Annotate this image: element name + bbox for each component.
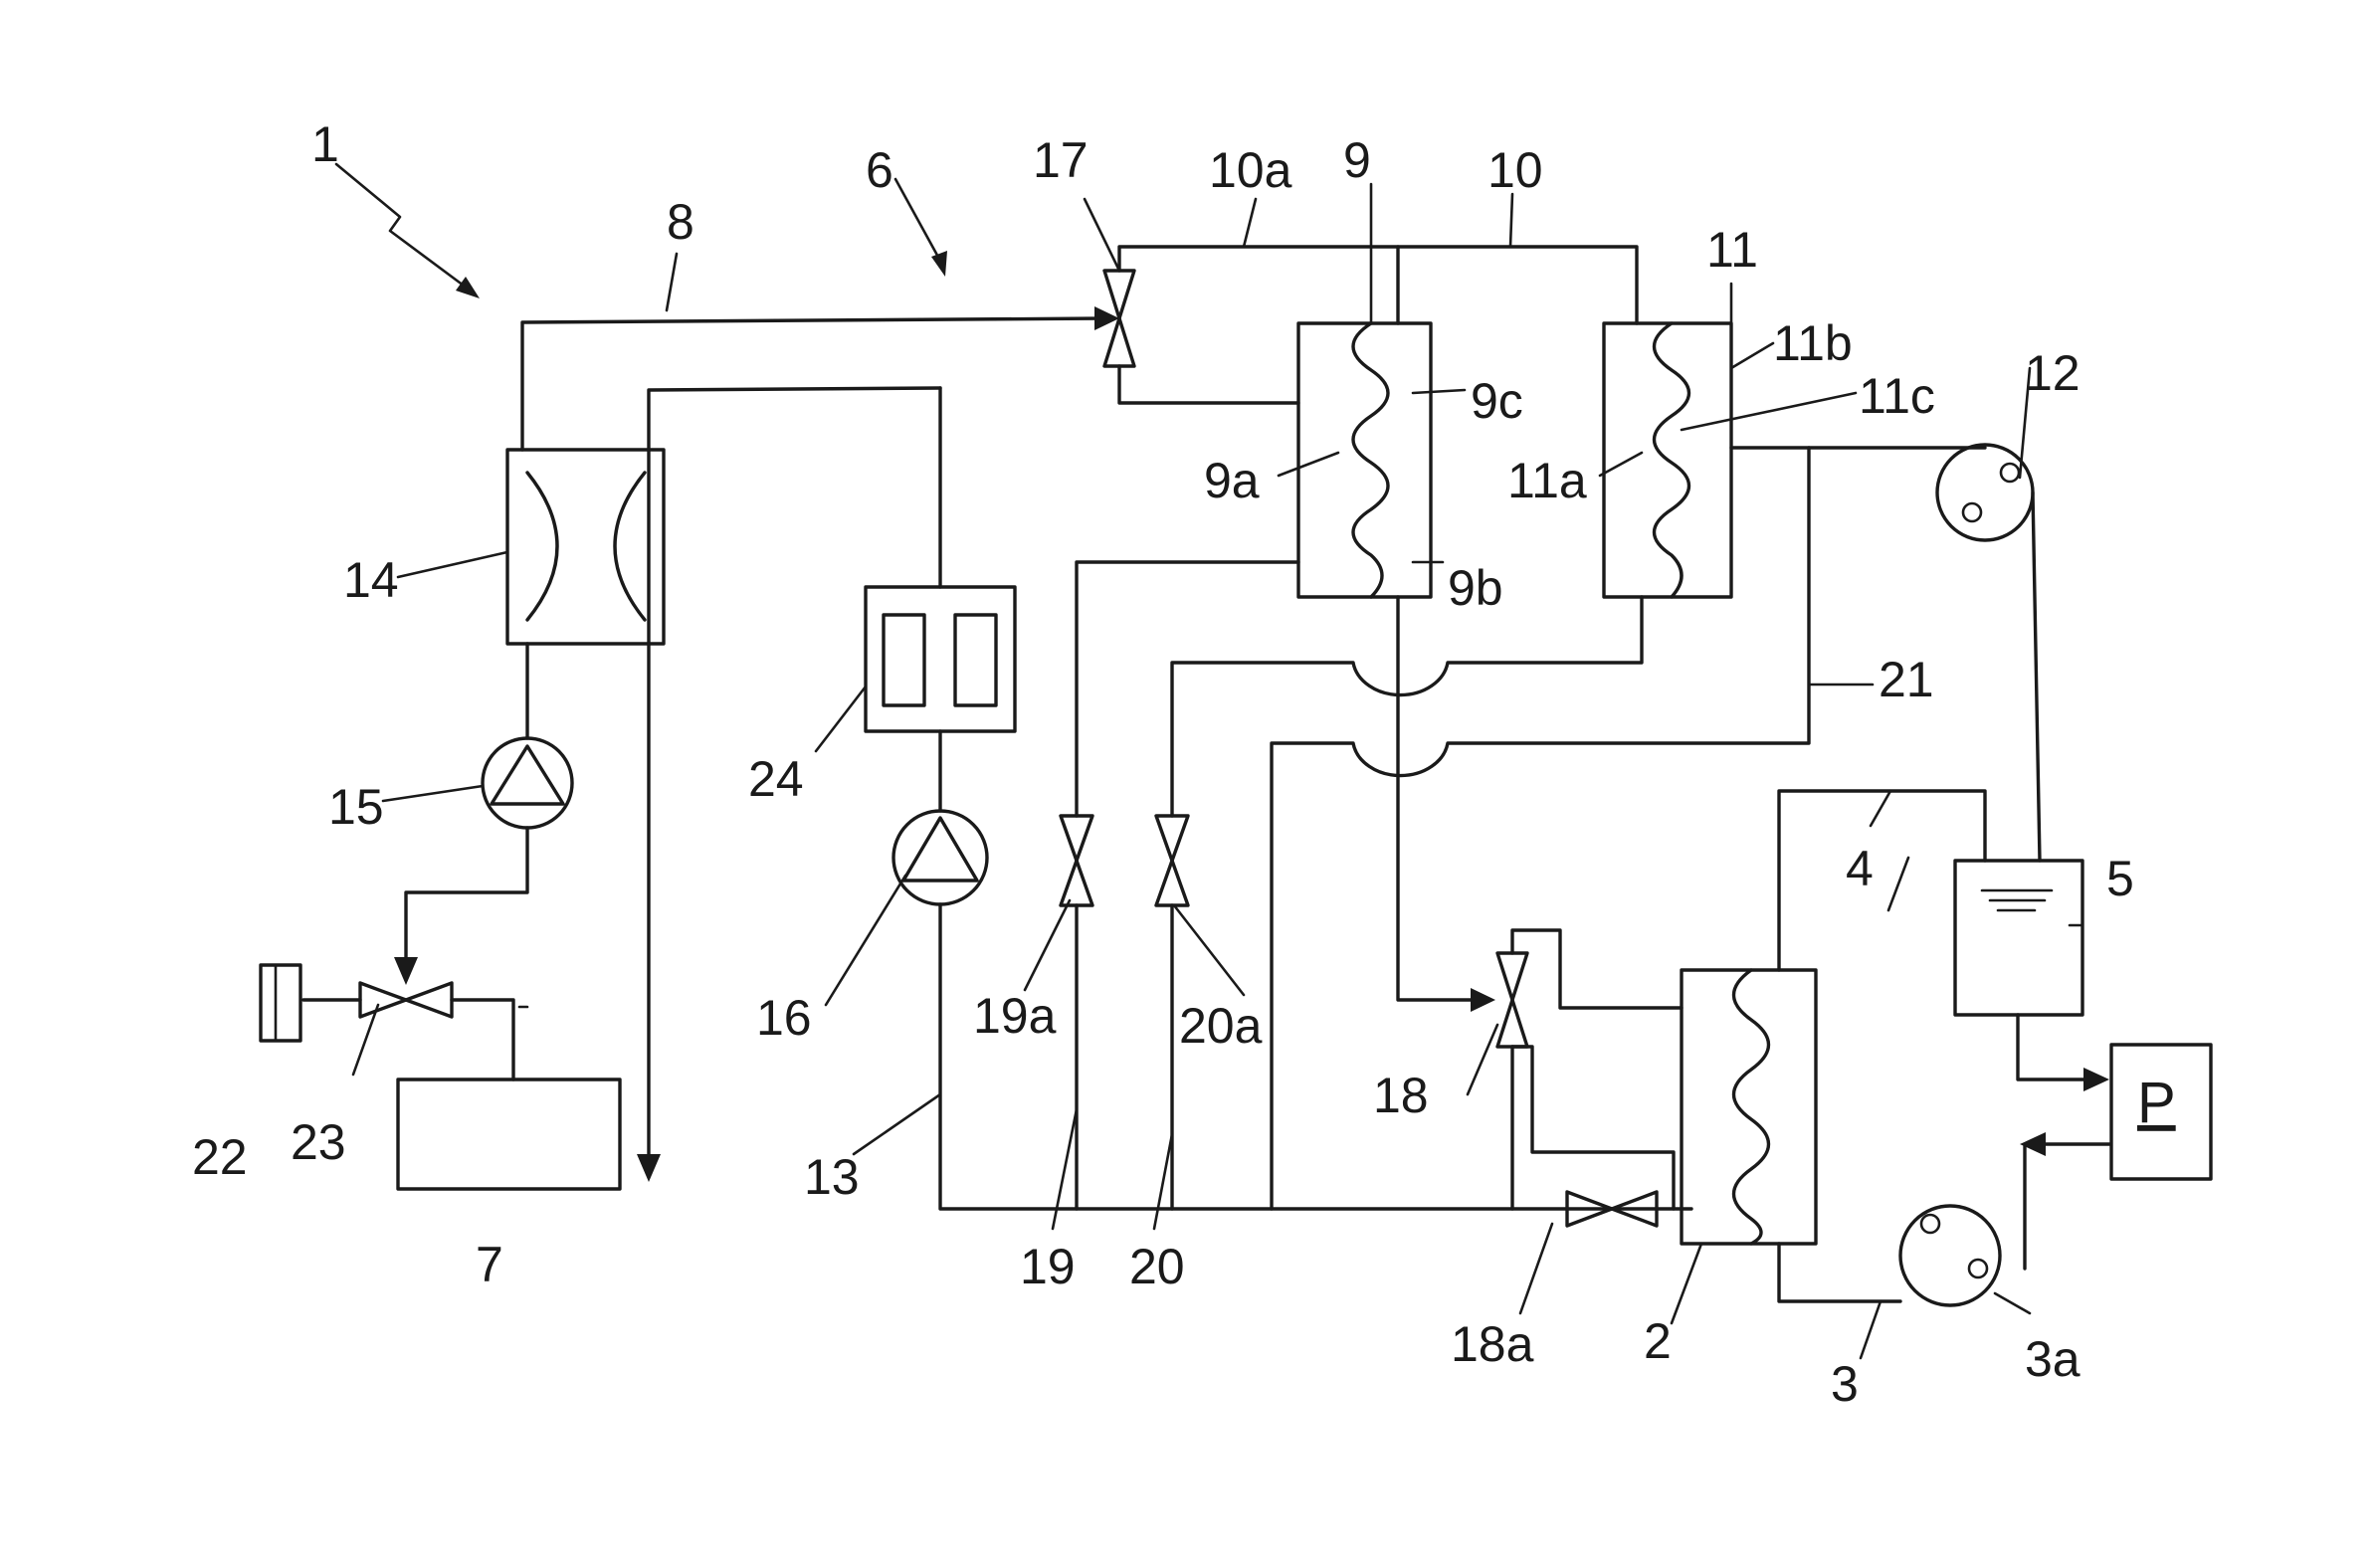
- valve-19a: [1061, 816, 1092, 1209]
- label-20a: 20a: [1179, 998, 1263, 1054]
- label-11c: 11c: [1859, 368, 1935, 424]
- label-19a: 19a: [973, 988, 1057, 1044]
- pump-15: [394, 644, 572, 985]
- label-13: 13: [804, 1149, 860, 1205]
- label-8: 8: [667, 194, 694, 250]
- p-box-letter: P: [2137, 1071, 2176, 1135]
- label-6: 6: [866, 142, 893, 198]
- label-10a: 10a: [1209, 142, 1292, 198]
- label-11a: 11a: [1507, 453, 1587, 508]
- label-16: 16: [756, 990, 812, 1046]
- label-20: 20: [1129, 1239, 1185, 1294]
- roller-12: [1937, 445, 2040, 861]
- label-9a: 9a: [1204, 453, 1260, 508]
- label-9: 9: [1343, 132, 1371, 188]
- label-11b: 11b: [1773, 315, 1853, 371]
- label-9b: 9b: [1448, 560, 1503, 616]
- label-24: 24: [748, 751, 804, 807]
- label-2: 2: [1644, 1313, 1672, 1369]
- label-11: 11: [1706, 222, 1758, 278]
- valve-23: [303, 983, 527, 1079]
- heat-exchanger-14: [507, 450, 664, 644]
- component-22: [261, 965, 300, 1041]
- label-14: 14: [343, 552, 399, 608]
- component-24: [866, 587, 1015, 811]
- label-23: 23: [291, 1114, 346, 1170]
- label-17: 17: [1033, 132, 1089, 188]
- label-9c: 9c: [1471, 373, 1523, 429]
- reservoir-5: [1955, 861, 2109, 1091]
- label-21: 21: [1879, 652, 1934, 707]
- heat-exchanger-9: [1077, 323, 1495, 1012]
- roller-3a: [1900, 1206, 2000, 1305]
- label-3a: 3a: [2025, 1331, 2081, 1387]
- label-7: 7: [476, 1237, 503, 1292]
- label-22: 22: [192, 1129, 248, 1185]
- valve-18: [1497, 930, 1682, 1209]
- label-10: 10: [1487, 142, 1543, 198]
- label-18a: 18a: [1451, 1316, 1534, 1372]
- label-12: 12: [2025, 345, 2081, 401]
- line-8: [522, 306, 1119, 450]
- label-18: 18: [1373, 1068, 1429, 1123]
- label-3: 3: [1831, 1356, 1859, 1412]
- label-1: 1: [311, 116, 339, 172]
- label-5: 5: [2106, 851, 2134, 906]
- labels: 1 2 3 3a 4 5 6 7 8 9 9a 9b 9c 10 10a 11 …: [192, 116, 2134, 1412]
- label-4: 4: [1846, 841, 1874, 896]
- label-15: 15: [328, 779, 384, 835]
- label-19: 19: [1020, 1239, 1076, 1294]
- tank-7: [398, 1079, 620, 1189]
